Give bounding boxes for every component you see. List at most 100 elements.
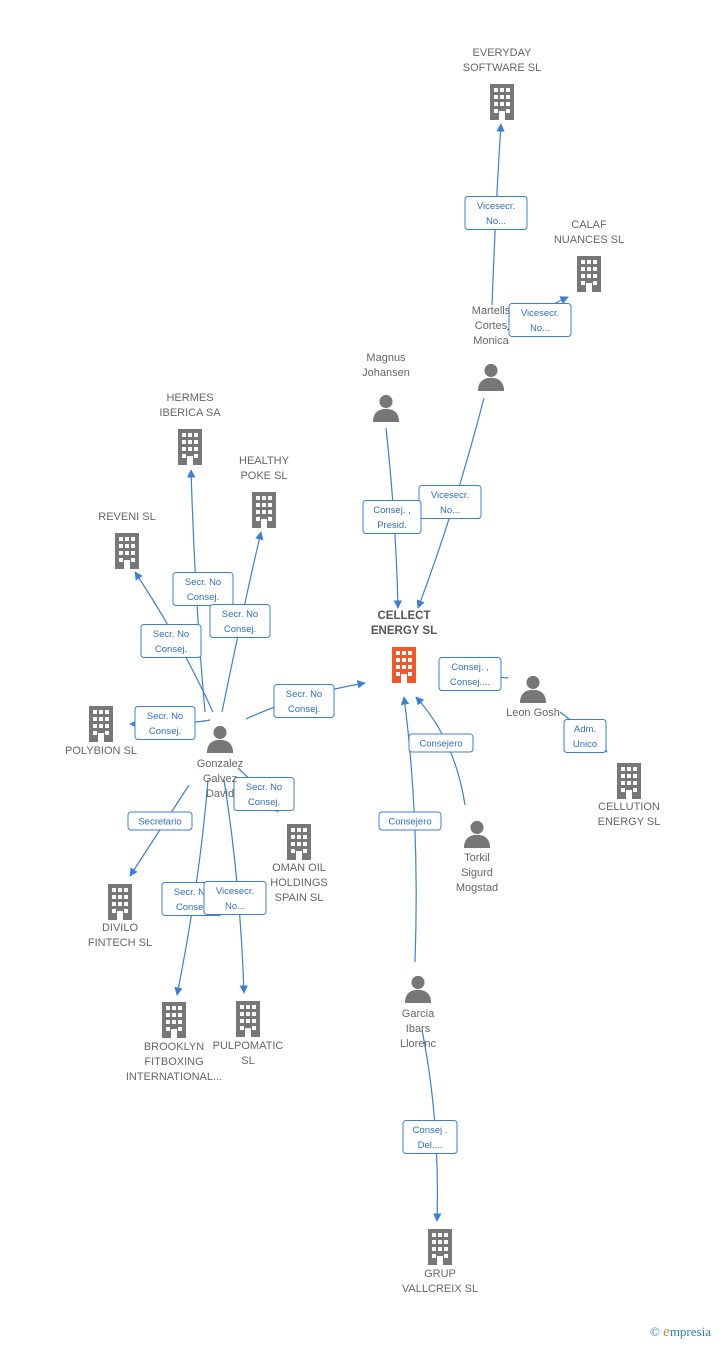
- relation-label-martells-everyday[interactable]: Vicesecr. No...: [464, 196, 528, 230]
- relation-label-text: Consejero: [419, 739, 462, 750]
- relation-label-torkil-cellect[interactable]: Consejero: [408, 733, 474, 753]
- relation-label-text: Secr. No: [246, 782, 282, 793]
- empresia-logo[interactable]: © empresia: [650, 1324, 711, 1341]
- building-icon: [617, 763, 641, 799]
- node-grup[interactable]: GRUP VALLCREIX SL: [402, 1229, 478, 1295]
- person-icon: [519, 675, 547, 703]
- relation-label-box: [402, 1120, 458, 1154]
- relation-label-box: [438, 657, 502, 691]
- relation-label-text: Consej.: [155, 644, 187, 655]
- node-label: Johansen: [362, 367, 410, 379]
- node-label: GRUP: [424, 1268, 456, 1280]
- node-label: CELLECT: [377, 610, 430, 622]
- relation-label-box: [203, 881, 267, 915]
- node-label: FITBOXING: [144, 1056, 203, 1068]
- relation-label-box: [273, 684, 335, 718]
- node-label: HOLDINGS: [270, 877, 327, 889]
- relation-label-leon-cellect[interactable]: Consej. ,Consej....: [438, 657, 502, 691]
- relation-label-text: No...: [225, 901, 245, 912]
- relation-label-box: [140, 624, 202, 658]
- relation-label-gonzalez-pulpomatic[interactable]: Vicesecr. No...: [203, 881, 267, 915]
- relation-label-text: Presid.: [377, 520, 407, 531]
- node-cellect[interactable]: CELLECT ENERGY SL: [371, 610, 437, 683]
- person-icon: [477, 363, 505, 391]
- node-label: SL: [241, 1055, 254, 1067]
- relation-label-text: Secr. No: [147, 711, 183, 722]
- relation-label-martells-cellect[interactable]: Vicesecr. No...: [418, 485, 482, 519]
- relation-label-garcia-grup[interactable]: Consej .Del....: [402, 1120, 458, 1154]
- node-label: CALAF: [571, 219, 607, 231]
- brand-initial: e: [663, 1324, 670, 1340]
- relation-label-magnus-cellect[interactable]: Consej. ,Presid.: [362, 500, 422, 534]
- relation-label-leon-cellution[interactable]: Adm.Unico: [563, 719, 607, 753]
- person-icon: [463, 820, 491, 848]
- relation-label-box: [233, 777, 295, 811]
- edge-labels-layer: Vicesecr. No... Vicesecr. No... Vicesecr. No.…: [127, 196, 607, 1154]
- node-label: David: [206, 788, 234, 800]
- node-reveni[interactable]: REVENI SL: [98, 511, 156, 569]
- relation-label-text: No...: [530, 323, 550, 334]
- relation-label-text: Consej.: [224, 624, 256, 635]
- relation-label-text: Secr. No: [222, 609, 258, 620]
- relation-label-gonzalez-healthy[interactable]: Secr. No Consej.: [209, 604, 271, 638]
- node-label: PULPOMATIC: [213, 1040, 284, 1052]
- relation-label-box: [464, 196, 528, 230]
- building-icon: [287, 824, 311, 860]
- relation-label-gonzalez-oman[interactable]: Secr. No Consej.: [233, 777, 295, 811]
- relation-label-text: No...: [440, 505, 460, 516]
- node-brooklyn[interactable]: BROOKLYNFITBOXINGINTERNATIONAL...: [126, 1002, 222, 1083]
- node-label: Magnus: [366, 352, 406, 364]
- brand-name: mpresia: [669, 1324, 711, 1339]
- building-icon: [252, 492, 276, 528]
- node-label: REVENI SL: [98, 511, 155, 523]
- node-pulpomatic[interactable]: PULPOMATIC SL: [213, 1001, 284, 1067]
- node-label: Monica: [473, 335, 509, 347]
- node-label: SOFTWARE SL: [463, 62, 541, 74]
- relation-label-text: Consej.: [176, 902, 208, 913]
- relation-label-text: Consej.: [248, 797, 280, 808]
- relation-label-text: Vicesecr.: [477, 201, 515, 212]
- building-icon: [490, 84, 514, 120]
- relation-label-text: Consej. ,: [451, 662, 489, 673]
- relation-label-gonzalez-cellect[interactable]: Secr. No Consej.: [273, 684, 335, 718]
- relation-label-box: [134, 706, 196, 740]
- node-label: OMAN OIL: [272, 862, 326, 874]
- node-label: ENERGY SL: [371, 625, 437, 637]
- building-icon: [162, 1002, 186, 1038]
- relation-label-gonzalez-divilo[interactable]: Secretario: [127, 811, 193, 831]
- relation-label-box: [508, 303, 572, 337]
- relation-label-text: Vicesecr.: [216, 886, 254, 897]
- node-leon[interactable]: Leon Gosh: [506, 675, 560, 719]
- node-label: IBERICA SA: [159, 407, 221, 419]
- node-polybion[interactable]: POLYBION SL: [65, 706, 137, 757]
- relation-label-box: [209, 604, 271, 638]
- relation-label-text: No...: [486, 216, 506, 227]
- relation-label-text: Consej.: [288, 704, 320, 715]
- relation-label-text: Vicesecr.: [431, 490, 469, 501]
- relation-label-text: Secr. No: [286, 689, 322, 700]
- relation-label-text: Adm.: [574, 724, 596, 735]
- relation-label-garcia-cellect[interactable]: Consejero: [378, 811, 442, 831]
- node-label: Ibars: [406, 1023, 431, 1035]
- relation-label-box: [563, 719, 607, 753]
- relation-label-martells-calaf[interactable]: Vicesecr.No...: [508, 303, 572, 337]
- node-label: Sigurd: [461, 867, 493, 879]
- node-label: VALLCREIX SL: [402, 1283, 478, 1295]
